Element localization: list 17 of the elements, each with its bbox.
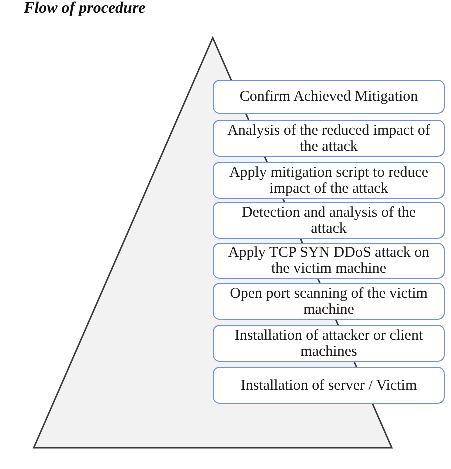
step-box bbox=[213, 80, 445, 114]
step-box bbox=[213, 202, 445, 239]
step-label: Apply TCP SYN DDoS attack on the victim machine bbox=[227, 245, 431, 277]
step-box bbox=[213, 120, 445, 157]
step-label: Apply mitigation script to reduce impact of the attack bbox=[228, 164, 430, 196]
step-label: Confirm Achieved Mitigation bbox=[240, 89, 418, 105]
step-label: Analysis of the reduced impact of the attack bbox=[226, 122, 432, 154]
step-box bbox=[213, 283, 445, 320]
step-label: Open port scanning of the victim machine bbox=[229, 286, 429, 318]
step-label: Detection and analysis of the attack bbox=[240, 204, 418, 236]
section-heading: Flow of procedure bbox=[24, 0, 146, 18]
step-box bbox=[213, 325, 445, 362]
step-label: Installation of server / Victim bbox=[240, 378, 418, 394]
step-box bbox=[213, 243, 445, 279]
step-box bbox=[213, 162, 445, 199]
step-box bbox=[213, 367, 445, 404]
step-label: Installation of attacker or client machines bbox=[234, 328, 424, 360]
